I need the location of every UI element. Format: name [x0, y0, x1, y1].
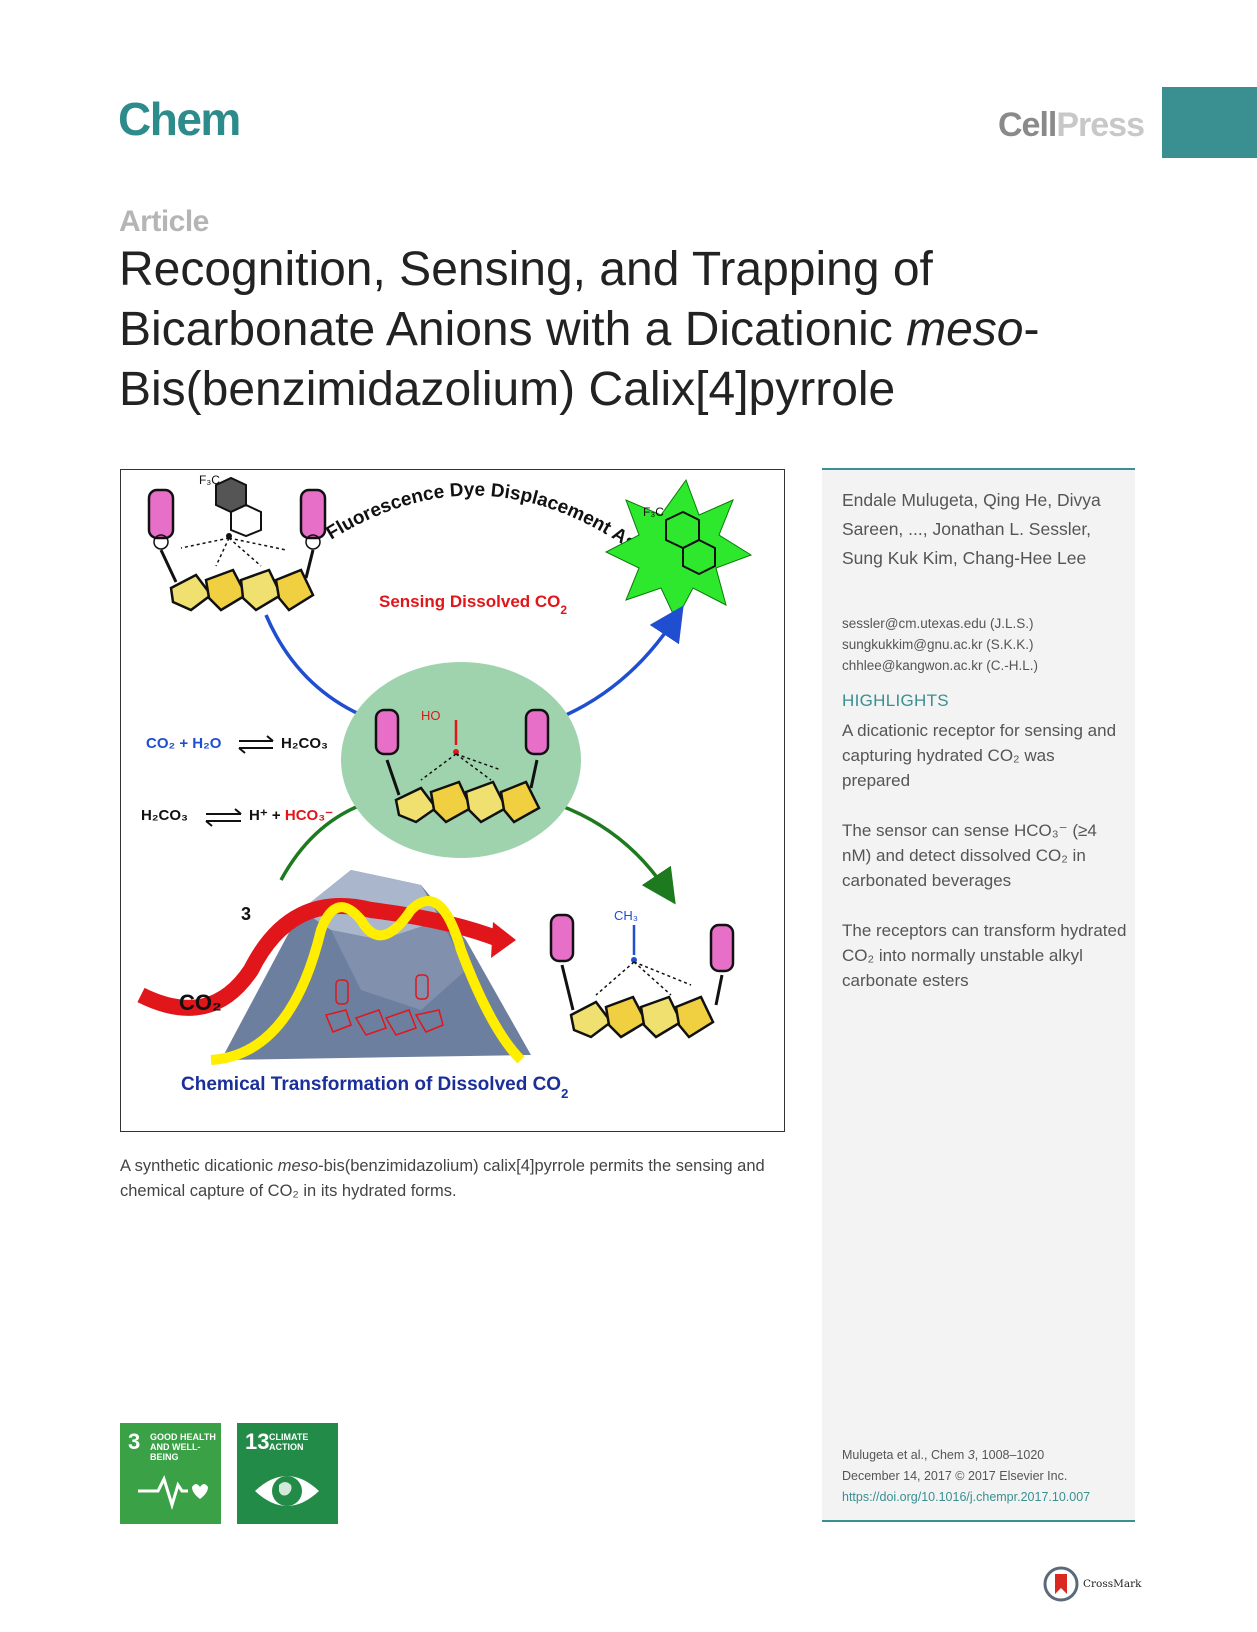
citation-line-1: Mulugeta et al., Chem 3, 1008–1020	[842, 1448, 1045, 1462]
fluorescent-dye-star: F₃C	[604, 478, 753, 622]
title-line-3: Bis(benzimidazolium) Calix[4]pyrrole	[119, 363, 896, 416]
title-line-1: Recognition, Sensing, and Trapping of	[119, 243, 933, 296]
receptor-dye-complex: F₃C	[147, 473, 327, 612]
bicarbonate-complex-bg	[341, 662, 581, 858]
highlight-item: A dicationic receptor for sensing and ca…	[842, 721, 1117, 790]
highlight-item: The receptors can transform hydrated CO₂…	[842, 921, 1127, 990]
title-line-2c: -	[1023, 303, 1040, 356]
equation-2-lhs: H₂CO₃	[141, 807, 188, 824]
crossmark-badge[interactable]: CrossMark	[1043, 1566, 1142, 1602]
label-f3c-right: F₃C	[643, 505, 664, 519]
arrow-blue-in	[264, 614, 362, 717]
heartbeat-icon	[138, 1474, 208, 1511]
alkyl-carbonate-complex: CH₃	[549, 908, 735, 1039]
article-title: Recognition, Sensing, and Trapping of Bi…	[119, 240, 1079, 420]
article-sidebar: Endale Mulugeta, Qing He, Divya Sareen, …	[822, 468, 1135, 1522]
email-sessler[interactable]: sessler@cm.utexas.edu (J.L.S.)	[842, 616, 1034, 631]
arrow-blue-out	[565, 605, 684, 717]
graphical-abstract-figure: F₃C Fluorescence Dye Displacement Assay …	[121, 470, 753, 1101]
label-3: 3	[241, 904, 251, 924]
bicarbonate-complex: HO	[374, 708, 550, 824]
highlights-list: A dicationic receptor for sensing and ca…	[842, 718, 1127, 1018]
sdg-tile-climate-action[interactable]: 13 CLIMATE ACTION	[237, 1423, 338, 1524]
publisher-part-cell: Cell	[998, 106, 1057, 144]
title-line-2a: Bicarbonate Anions with a Dicationic	[119, 303, 907, 356]
label-ch3: CH₃	[614, 908, 638, 923]
eye-globe-icon	[255, 1476, 319, 1506]
sdg-number: 3	[128, 1429, 141, 1454]
caption-part-3: -bis(benzimidazolium) calix[4]pyrrole pe…	[120, 1157, 765, 1200]
label-transformation: Chemical Transformation of Dissolved CO2	[181, 1074, 568, 1101]
arrow-green-out	[558, 803, 676, 905]
publisher-part-press: Press	[1056, 106, 1145, 144]
equation-1-rhs: H₂CO₃	[281, 735, 328, 752]
citation-block: Mulugeta et al., Chem 3, 1008–1020 Decem…	[842, 1445, 1090, 1508]
sdg-label: CLIMATE ACTION	[269, 1432, 309, 1452]
email-lee[interactable]: chhlee@kangwon.ac.kr (C.-H.L.)	[842, 658, 1039, 673]
article-type: Article	[119, 205, 209, 238]
sdg-tile-good-health[interactable]: 3 GOOD HEALTH AND WELL-BEING	[120, 1423, 221, 1524]
graphical-abstract-caption: A synthetic dicationic meso-bis(benzimid…	[120, 1154, 780, 1204]
equation-2: H⁺ + HCO₃⁻	[249, 807, 333, 824]
equation-1-lhs: CO₂ + H₂O	[146, 735, 222, 752]
email-list: sessler@cm.utexas.edu (J.L.S.) sungkukki…	[842, 613, 1038, 676]
highlights-heading: HIGHLIGHTS	[842, 691, 949, 710]
caption-part-1: A synthetic dicationic	[120, 1157, 278, 1175]
title-line-2b: meso	[906, 303, 1024, 356]
journal-name: Chem	[118, 93, 241, 145]
publisher-logo: CellPress	[998, 106, 1145, 145]
label-ho: HO	[421, 708, 441, 723]
doi-link[interactable]: https://doi.org/10.1016/j.chempr.2017.10…	[842, 1490, 1091, 1504]
mountain-image: 3 CO₂	[137, 870, 531, 1065]
author-list: Endale Mulugeta, Qing He, Divya Sareen, …	[842, 490, 1101, 568]
equilibrium-arrow-1	[238, 735, 274, 754]
crossmark-label: CrossMark	[1083, 1578, 1142, 1590]
highlight-item: The sensor can sense HCO₃⁻ (≥4 nM) and d…	[842, 821, 1097, 890]
sdg-label: GOOD HEALTH AND WELL-BEING	[150, 1432, 216, 1462]
label-co2: CO₂	[179, 990, 222, 1015]
sdg-number: 13	[245, 1429, 270, 1454]
graphical-abstract: F₃C Fluorescence Dye Displacement Assay …	[120, 469, 785, 1132]
label-sensing: Sensing Dissolved CO2	[379, 592, 567, 617]
crossmark-icon	[1043, 1566, 1079, 1602]
label-f3c-left: F₃C	[199, 473, 220, 487]
equilibrium-arrow-2	[205, 808, 242, 827]
caption-part-2: meso	[277, 1157, 319, 1175]
arrow-green-in	[279, 803, 362, 881]
email-kim[interactable]: sungkukkim@gnu.ac.kr (S.K.K.)	[842, 637, 1034, 652]
citation-line-2: December 14, 2017 © 2017 Elsevier Inc.	[842, 1469, 1068, 1483]
section-tab	[1162, 87, 1257, 158]
